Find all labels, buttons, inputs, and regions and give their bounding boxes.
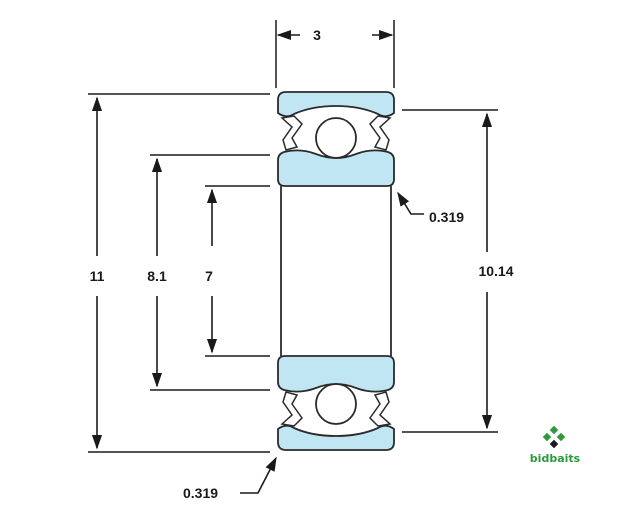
top-ball — [315, 117, 357, 159]
bottom-right-seal — [369, 391, 392, 427]
top-right-seal — [369, 115, 392, 151]
top-outer-ring — [277, 91, 395, 118]
width-label: 3 — [313, 27, 321, 43]
bore-label: 7 — [205, 268, 213, 284]
bearing-body — [277, 91, 395, 451]
chamfer-outer-label: 0.319 — [429, 209, 464, 225]
top-inner-ring — [277, 149, 395, 187]
logo-text: bidbaits — [530, 452, 581, 465]
outer-shoulder-label: 10.14 — [478, 263, 513, 279]
extension-lines — [88, 20, 498, 453]
chamfer-bottom-label: 0.319 — [183, 485, 218, 501]
chamfer-outer-leader — [397, 191, 424, 215]
top-left-seal — [280, 115, 303, 151]
bidbaits-logo: bidbaits — [530, 425, 581, 465]
bottom-ball — [315, 383, 357, 425]
outer-diameter-label: 11 — [90, 268, 105, 284]
chamfer-bottom-leader — [240, 456, 277, 494]
shoulder-diameter-label: 8.1 — [147, 268, 167, 284]
dimension-arrows — [91, 29, 493, 494]
logo-mark-icon — [542, 425, 566, 449]
bottom-left-seal — [280, 391, 303, 427]
bottom-outer-ring — [277, 424, 395, 451]
